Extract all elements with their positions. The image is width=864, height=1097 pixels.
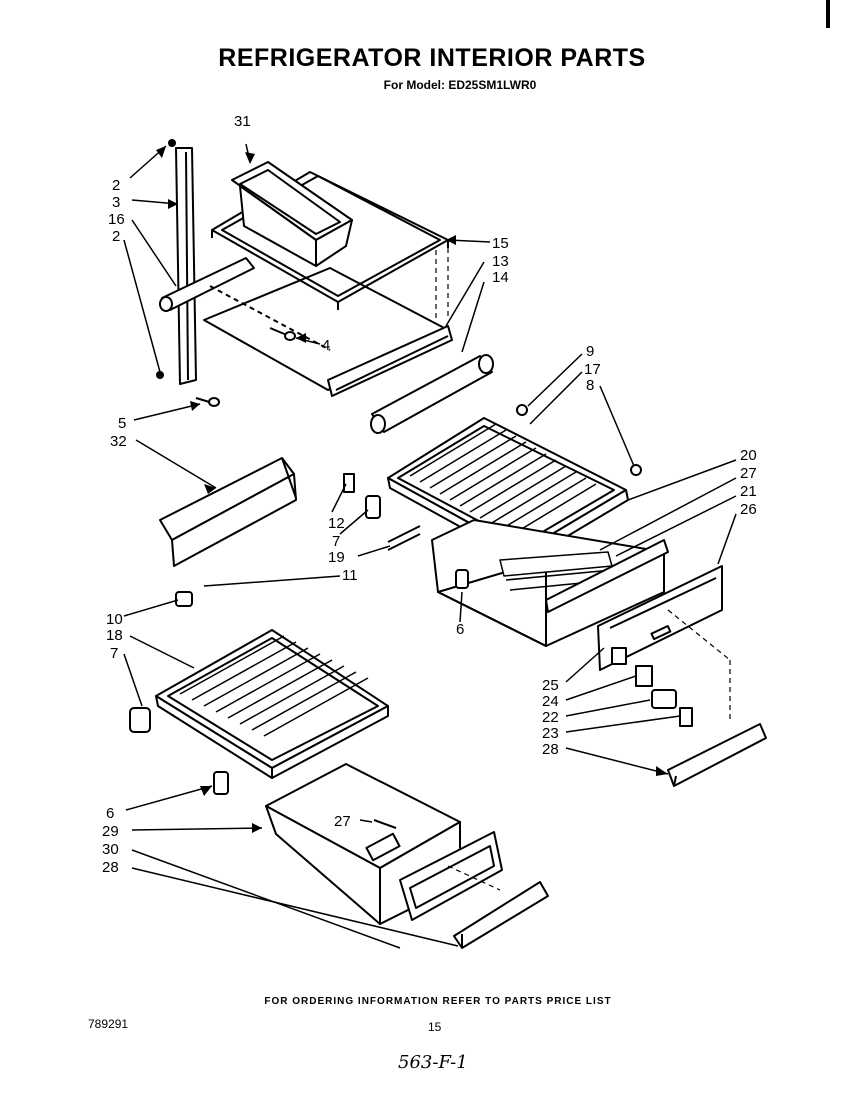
middle-crisper-drawer-part: [431, 519, 723, 671]
document-number: 789291: [88, 1017, 129, 1031]
lower-glass-shelf-part: [155, 629, 389, 779]
callout-21: 21: [740, 483, 757, 500]
callout-15: 15: [492, 235, 509, 252]
callout-7b: 7: [110, 645, 118, 662]
callout-6a: 6: [456, 621, 464, 638]
callout-10: 10: [106, 611, 123, 628]
callout-24: 24: [542, 693, 559, 710]
callout-26: 26: [740, 501, 757, 518]
callout-20: 20: [740, 447, 757, 464]
callout-31: 31: [234, 113, 251, 130]
callout-6b: 6: [106, 805, 114, 822]
callout-30: 30: [102, 841, 119, 858]
callout-14: 14: [492, 269, 509, 286]
lower-crisper-drawer-part: [265, 763, 503, 925]
drawer-rail-right-part: [667, 723, 767, 787]
screw-part: [195, 327, 296, 407]
callout-27b: 27: [334, 813, 351, 830]
handwritten-note: 563-F-1: [398, 1052, 468, 1073]
lower-shelf-grille: [179, 635, 369, 737]
callout-16: 16: [108, 211, 125, 228]
callout-23: 23: [542, 725, 559, 742]
callout-7a: 7: [332, 533, 340, 550]
callout-19: 19: [328, 549, 345, 566]
shelf-rail-part: [156, 139, 197, 385]
callout-22: 22: [542, 709, 559, 726]
callout-11: 11: [342, 567, 358, 584]
callout-17: 17: [584, 361, 601, 378]
callout-2b: 2: [112, 228, 120, 245]
callout-2a: 2: [112, 177, 120, 194]
crisper-rail-part: [159, 457, 297, 567]
callout-32: 32: [110, 433, 127, 450]
shelf-grille: [409, 423, 597, 537]
shelf-frame-part: [159, 257, 453, 397]
callout-29: 29: [102, 823, 119, 840]
leader-lines: [123, 143, 737, 949]
drawer-rail-bottom-part: [453, 881, 549, 949]
callout-8: 8: [586, 377, 594, 394]
callout-28b: 28: [102, 859, 119, 876]
callout-3: 3: [112, 194, 120, 211]
callout-25: 25: [542, 677, 559, 694]
callout-28a: 28: [542, 741, 559, 758]
model-subtitle: For Model: ED25SM1LWR0: [383, 78, 537, 92]
door-bin-part: [231, 161, 353, 267]
callout-27a: 27: [740, 465, 757, 482]
callout-13: 13: [492, 253, 509, 270]
assembly-guides: [435, 248, 731, 891]
callout-labels: 31 2 3 16 2 15 13 14 4 9 17 8 5 32 20 27…: [102, 113, 757, 876]
callout-9: 9: [586, 343, 594, 360]
ordering-info-note: FOR ORDERING INFORMATION REFER TO PARTS …: [264, 996, 612, 1007]
callout-12: 12: [328, 515, 345, 532]
callout-4: 4: [322, 337, 330, 354]
shelf-trim-part: [370, 354, 494, 434]
clip-part: [129, 473, 693, 795]
page-title: REFRIGERATOR INTERIOR PARTS: [218, 44, 646, 72]
page-number: 15: [428, 1020, 442, 1034]
callout-5: 5: [118, 415, 126, 432]
callout-18: 18: [106, 627, 123, 644]
